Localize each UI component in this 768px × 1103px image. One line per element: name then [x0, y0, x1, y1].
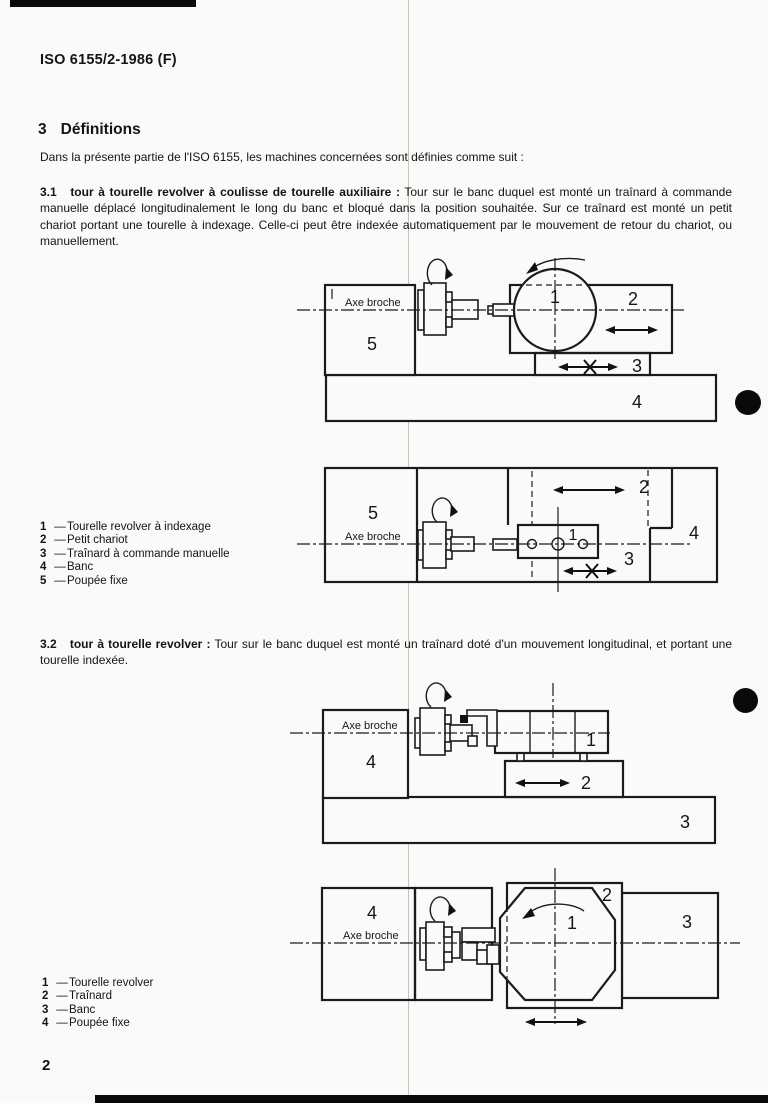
clause-number: 3.1: [40, 185, 57, 199]
section-number: 3: [38, 121, 47, 138]
spindle-chuck: [417, 282, 479, 336]
scan-bottom-bar: [95, 1095, 768, 1103]
tool-holder: [460, 709, 498, 747]
legend-label: Tourelle revolver à indexage: [67, 521, 211, 533]
legend-label: Petit chariot: [67, 534, 128, 547]
clause-number: 3.2: [40, 637, 57, 651]
legend-label: Banc: [69, 1003, 96, 1016]
spindle-rotation-arrow: [429, 896, 456, 922]
legend-item: 3—Traînard à commande manuelle: [40, 547, 230, 560]
cross-slide-travel-arrow: [553, 486, 625, 494]
part-label-3: 3: [624, 549, 634, 569]
spindle-rotation-arrow: [431, 497, 458, 523]
saddle-outline: [503, 759, 625, 799]
legend-item: 1—Tourelle revolver à indexage: [40, 521, 211, 533]
diagram-3-1-side-view: Axe broche 1 2 3 4 5: [297, 257, 718, 423]
legend-item: 4—Banc: [40, 561, 94, 574]
definition-3-2: 3.2 tour à tourelle revolver : Tour sur …: [40, 636, 732, 669]
legend-3-2: 1—Tourelle revolver 2—Traînard 3—Banc 4—…: [42, 977, 153, 1031]
defined-term: tour à tourelle revolver à coulisse de t…: [70, 185, 400, 199]
turret-rotation-arrow: [522, 903, 585, 919]
axis-label: Axe broche: [345, 297, 401, 309]
axis-label: Axe broche: [342, 720, 398, 732]
binding-dot-2: [733, 688, 758, 713]
part-label-3: 3: [632, 356, 642, 376]
binding-dot-1: [735, 390, 761, 415]
axis-label: Axe broche: [343, 930, 399, 942]
part-label-4: 4: [632, 392, 642, 412]
cross-slide-travel-arrow: [605, 326, 658, 334]
saddle-travel-arrow: [515, 779, 570, 787]
part-label-4: 4: [689, 523, 699, 543]
turret-support-1: [516, 752, 525, 762]
legend-item: 1—Tourelle revolver: [42, 977, 154, 989]
legend-label: Traînard: [69, 990, 113, 1003]
part-label-1: 1: [569, 527, 578, 544]
tool-insert: [460, 715, 468, 723]
cross-slide-plan-outline: [506, 468, 674, 582]
legend-3-1: 1—Tourelle revolver à indexage 2—Petit c…: [40, 521, 230, 588]
legend-item: 2—Petit chariot: [40, 534, 128, 547]
part-label-1: 1: [586, 730, 596, 750]
part-label-5: 5: [368, 503, 378, 523]
bed-outline: [321, 795, 717, 845]
part-label-2: 2: [628, 289, 638, 309]
headstock-outline: [323, 283, 417, 377]
spindle-rotation-arrow: [425, 682, 452, 708]
page-number: 2: [42, 1057, 51, 1074]
diagram-3-2-top-view: Axe broche 1 2 3 4: [290, 868, 740, 1026]
part-label-3: 3: [682, 912, 692, 932]
definition-3-1: 3.1 tour à tourelle revolver à coulisse …: [40, 184, 732, 250]
diagram-3-2-side-view: Axe broche 1 2 3 4: [290, 682, 717, 845]
legend-label: Banc: [67, 561, 94, 574]
spindle-chuck-plan: [419, 921, 461, 971]
part-label-2: 2: [639, 477, 649, 497]
spindle-chuck: [414, 707, 452, 756]
section-heading: 3 Définitions: [38, 121, 141, 139]
part-label-2: 2: [602, 885, 612, 905]
diagram-3-1-top-view: Axe broche 1 2 3 4 5: [297, 466, 719, 592]
turret-rotation-arrow: [526, 257, 586, 274]
defined-term: tour à tourelle revolver :: [69, 637, 211, 651]
saddle-locked-travel-arrow: [558, 359, 618, 375]
section-intro: Dans la présente partie de l'ISO 6155, l…: [40, 150, 524, 164]
part-label-2: 2: [581, 773, 591, 793]
legend-item: 4—Poupée fixe: [42, 1017, 130, 1030]
spindle-rotation-arrow: [426, 258, 453, 286]
legend-item: 3—Banc: [42, 1003, 96, 1016]
part-label-4: 4: [366, 752, 376, 772]
part-label-4: 4: [367, 903, 377, 923]
legend-label: Tourelle revolver: [69, 977, 154, 989]
tool-holder-plan: [461, 927, 500, 965]
legend-label: Poupée fixe: [67, 574, 128, 587]
headstock-outline: [321, 708, 410, 800]
part-label-3: 3: [680, 812, 690, 832]
legend-label: Poupée fixe: [69, 1017, 130, 1030]
part-label-1: 1: [567, 913, 577, 933]
spindle-housing-outline: [413, 886, 494, 1002]
part-label-1: 1: [550, 287, 560, 307]
saddle-locked-travel-arrow: [563, 563, 617, 579]
turret-octagon: [498, 886, 617, 1002]
legend-item: 5—Poupée fixe: [40, 574, 128, 587]
legend-item: 2—Traînard: [42, 990, 113, 1003]
definition-body: Tour sur le banc duquel est monté un tra…: [40, 185, 732, 249]
scan-top-bar: [10, 0, 196, 7]
saddle-travel-arrow: [525, 1018, 587, 1026]
document-reference: ISO 6155/2-1986 (F): [40, 52, 177, 68]
legend-label: Traînard à commande manuelle: [67, 547, 230, 560]
turret-support-2: [579, 752, 588, 762]
part-label-5: 5: [367, 334, 377, 354]
definition-body: Tour sur le banc duquel est monté un tra…: [40, 637, 732, 668]
axis-label: Axe broche: [345, 531, 401, 543]
section-title: Définitions: [60, 121, 141, 138]
bed-outline: [324, 373, 718, 423]
bed-plan-outline: [620, 891, 720, 1000]
spindle-chuck-plan: [417, 521, 475, 569]
